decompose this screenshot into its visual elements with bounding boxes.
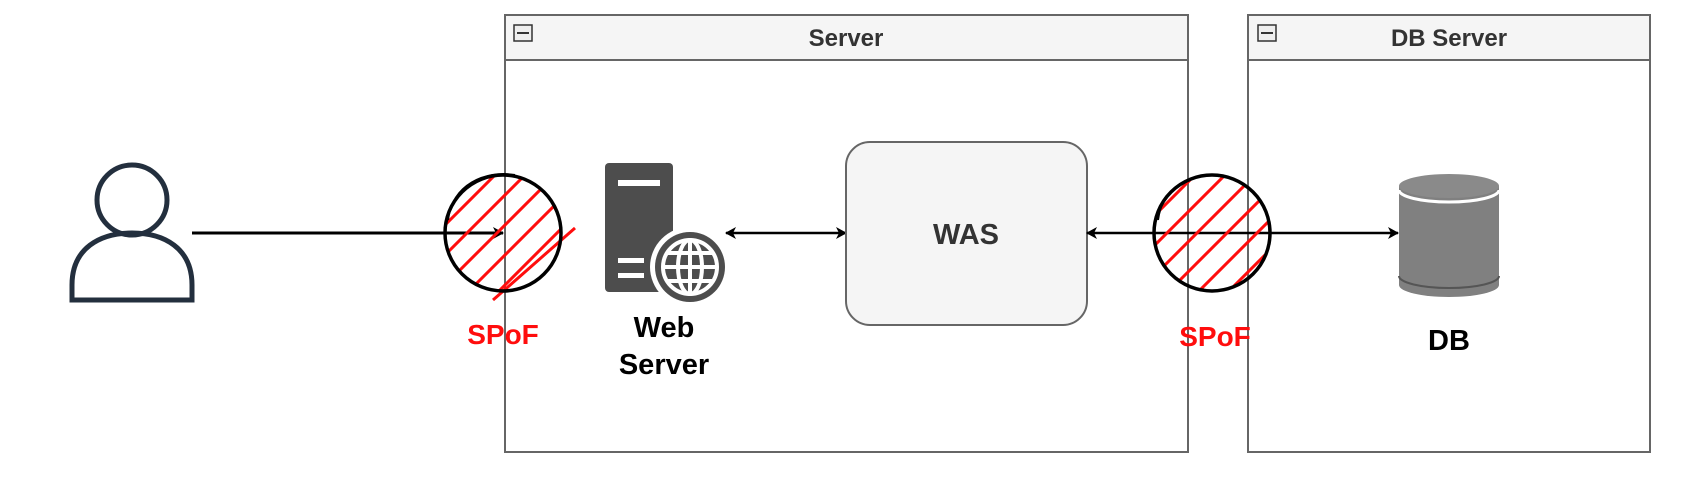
- collapse-icon[interactable]: [1257, 24, 1277, 42]
- spof-label-2: SPoF: [1179, 321, 1251, 352]
- user-icon[interactable]: [69, 162, 195, 303]
- web-server-label-line2: Server: [619, 349, 709, 381]
- web-server-icon[interactable]: [605, 163, 730, 307]
- was-label: WAS: [933, 219, 999, 251]
- web-server-label-line1: Web: [634, 312, 695, 344]
- database-icon[interactable]: [1397, 174, 1501, 297]
- db-label: DB: [1428, 325, 1470, 357]
- spof-label-1: SPoF: [467, 319, 539, 350]
- db-server-container-title: DB Server: [1391, 25, 1507, 52]
- was-node[interactable]: WAS: [845, 141, 1088, 326]
- server-container-title: Server: [809, 25, 884, 52]
- collapse-icon[interactable]: [513, 24, 533, 42]
